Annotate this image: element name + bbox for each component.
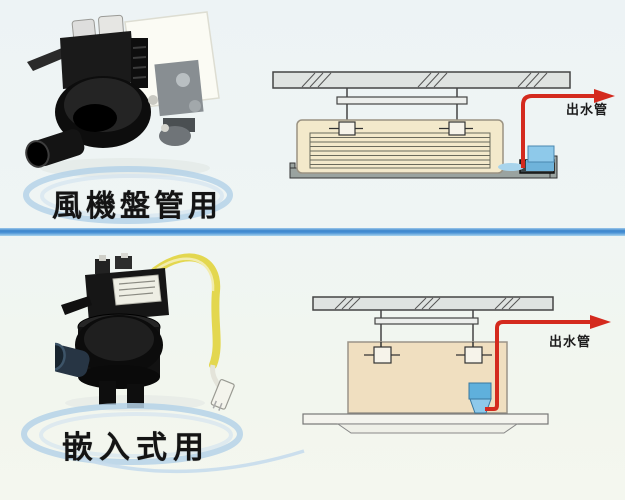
pump-fitting: [148, 95, 158, 105]
ceiling-slab: [312, 296, 554, 311]
cassette-grille: [336, 423, 519, 434]
label-swoosh-cassette: [21, 403, 305, 474]
outlet-pipe-arrowhead: [590, 315, 611, 329]
outlet-pipe: [521, 94, 594, 168]
drain-pump: [498, 145, 555, 174]
hanger-bracket: [364, 342, 400, 364]
motor-nub: [121, 253, 128, 258]
outlet-pipe-arrowhead: [594, 89, 615, 103]
water-splash: [498, 163, 524, 171]
outlet-spout: [25, 129, 85, 168]
motor-nub: [99, 255, 106, 261]
impeller-fin: [61, 296, 92, 315]
section-cassette: 嵌入式用: [0, 236, 625, 500]
motor-cap: [115, 256, 132, 269]
installation-diagram-fan-coil: [272, 71, 615, 179]
pump-screw: [189, 100, 201, 112]
mounting-bracket-arm: [27, 46, 71, 71]
hanger-rail: [374, 317, 479, 325]
pump-body-core: [73, 104, 117, 132]
motor-cap: [95, 259, 110, 274]
slab-hatching: [301, 72, 548, 88]
label-swoosh-fan-coil: [23, 166, 233, 224]
hanger-rail: [336, 96, 468, 105]
outlet-pipe-label: 出水管: [549, 335, 592, 350]
hanger-bracket: [439, 121, 473, 136]
motor-block: [60, 31, 135, 89]
section-title-fan-coil: 風機盤管用: [52, 189, 222, 224]
motor-fin-stack: [131, 38, 148, 88]
section-divider: [0, 228, 625, 236]
ceiling-slab: [272, 71, 571, 89]
pump-screw: [176, 73, 190, 87]
coil-fins: [309, 132, 491, 169]
slab-hatching: [334, 297, 521, 310]
outlet-pipe: [485, 320, 590, 411]
hanger-rods: [346, 88, 458, 123]
cable-connector: [210, 379, 235, 411]
inlet-port: [55, 342, 90, 378]
pump-round-body: [75, 313, 163, 389]
pump-leg: [127, 384, 144, 408]
swoosh-tail: [71, 449, 305, 474]
ceiling-panel: [302, 413, 549, 434]
cable-highlight: [156, 257, 215, 292]
section-title-cassette: 嵌入式用: [62, 430, 210, 466]
pump-fitting: [161, 124, 169, 132]
installation-diagram-cassette: [302, 296, 611, 434]
section-fan-coil: 風機盤管用: [0, 0, 625, 228]
pump-leg: [99, 381, 116, 405]
hanger-bracket: [456, 342, 492, 364]
spec-sticker: [112, 274, 162, 306]
pump-photo-fan-coil: [25, 11, 220, 178]
pump-photo-cassette: [55, 253, 235, 411]
outlet-pipe-label: 出水管: [566, 103, 609, 118]
hanger-bracket: [329, 121, 363, 136]
